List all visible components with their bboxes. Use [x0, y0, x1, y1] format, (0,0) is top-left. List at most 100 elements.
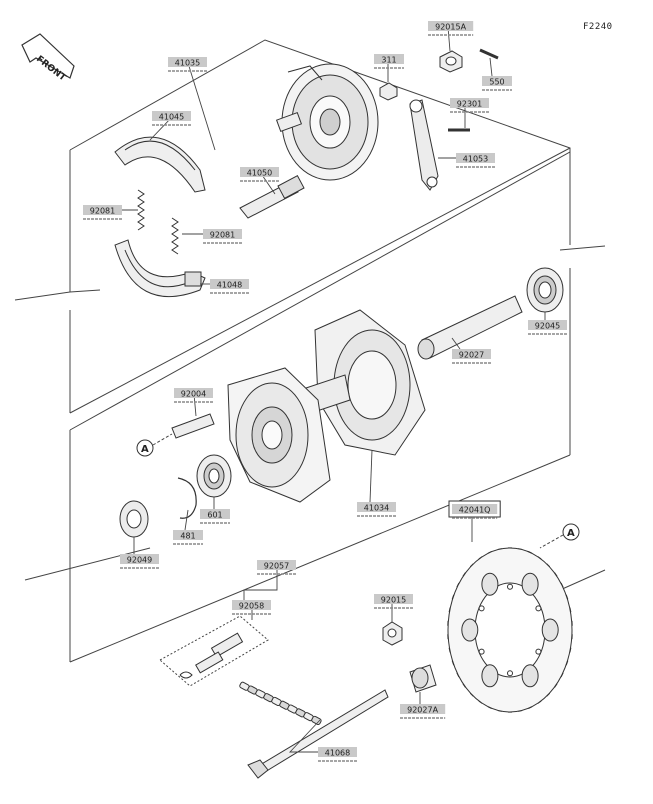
callout-92045: 92045 — [528, 320, 567, 335]
sprocket-hole — [481, 572, 499, 596]
part-number: 41045 — [159, 112, 184, 121]
callout-92081a: 92081 — [83, 205, 122, 220]
callout-92301: 92301 — [450, 98, 489, 113]
callout-label-bg — [482, 76, 512, 86]
callout-92004: 92004 — [174, 388, 213, 403]
callout-label-bg — [200, 509, 230, 519]
bearing-left — [196, 454, 232, 498]
part-number: 41035 — [175, 58, 200, 67]
collar-tube — [417, 295, 523, 360]
callout-92015: 92015 — [374, 594, 413, 609]
spacer-collar — [409, 664, 437, 693]
part-number: 92027A — [407, 705, 438, 714]
part-number: 601 — [207, 510, 222, 519]
part-number: 481 — [180, 531, 195, 540]
callout-label-bg — [452, 349, 491, 359]
callout-label-bg — [374, 594, 413, 604]
nut-top — [439, 50, 463, 73]
sprocket-bolt-hole — [535, 605, 542, 612]
callout-601: 601 — [200, 509, 230, 524]
callout-41068: 41068 — [318, 747, 357, 762]
ref-marker-a-left: A — [136, 433, 173, 457]
part-number: 92004 — [181, 389, 206, 398]
chain-joint-box — [159, 615, 269, 687]
callout-label-bg — [374, 54, 404, 64]
bolt-top — [479, 48, 499, 60]
callout-92058: 92058 — [232, 600, 271, 615]
callout-label-bg — [357, 502, 396, 512]
svg-text:A: A — [141, 444, 149, 455]
callout-42041q: 42041Q — [448, 500, 501, 519]
callout-label-bg — [528, 320, 567, 330]
callout-label-bg — [152, 111, 191, 121]
callout-550: 550 — [482, 76, 512, 91]
leader-41035 — [187, 62, 216, 151]
chain-joint-parts — [179, 632, 244, 679]
callout-label-bg — [257, 560, 296, 570]
callout-92027a: 92027A — [400, 704, 446, 719]
part-number: 92015 — [381, 595, 406, 604]
part-number: 41048 — [217, 280, 242, 289]
part-number: 92081 — [90, 206, 115, 215]
hub-stud — [171, 413, 215, 439]
callout-41034: 41034 — [357, 502, 396, 517]
sprocket-hole — [461, 618, 479, 642]
brake-lever — [409, 99, 470, 191]
leader-550 — [489, 57, 493, 77]
ref-marker-a-right: A — [539, 523, 580, 549]
sprocket-hole — [521, 572, 539, 596]
callout-481: 481 — [173, 530, 203, 545]
figure-id: F2240 — [583, 22, 613, 32]
part-number: 92057 — [264, 561, 289, 570]
callout-label-bg — [168, 57, 207, 67]
callout-label-bg — [174, 388, 213, 398]
front-arrow-icon: FRONT — [21, 33, 75, 84]
part-number: 92301 — [457, 99, 482, 108]
callout-41035: 41035 — [168, 57, 207, 72]
sprocket-nut — [382, 621, 403, 646]
wheel-hub — [227, 309, 426, 503]
callout-label-bg — [400, 704, 446, 714]
callout-311: 311 — [374, 54, 404, 69]
rear-sprocket — [447, 547, 573, 713]
callout-label-bg — [456, 153, 495, 163]
callout-label-bg — [428, 21, 474, 31]
part-number: 41068 — [325, 748, 350, 757]
leader-41068 — [288, 719, 321, 753]
callout-92057: 92057 — [257, 560, 296, 575]
brake-camshaft — [239, 174, 305, 219]
chain-link — [311, 715, 322, 725]
part-number: 92058 — [239, 601, 264, 610]
part-number: 92045 — [535, 321, 560, 330]
part-number: 41050 — [247, 168, 272, 177]
callout-92027: 92027 — [452, 349, 491, 364]
sprocket-bolt-hole — [478, 605, 485, 612]
callout-label-bg — [173, 530, 203, 540]
brake-panel — [275, 63, 379, 181]
rear-axle — [247, 689, 389, 779]
sprocket-bolt-hole — [507, 670, 513, 677]
circlip — [177, 477, 197, 519]
callout-label-bg — [83, 205, 122, 215]
callout-label-bg — [203, 229, 242, 239]
leader-481 — [184, 509, 189, 531]
hub-frame — [69, 147, 571, 414]
part-number: 41053 — [463, 154, 488, 163]
part-number: 92015A — [435, 22, 466, 31]
callout-label-bg — [232, 600, 271, 610]
leader-92057 — [243, 566, 278, 604]
sprocket-bolt-hole — [535, 648, 542, 655]
callout-92049: 92049 — [120, 554, 159, 569]
drive-chain — [239, 681, 322, 725]
spring-left — [137, 189, 145, 231]
group-frames — [14, 39, 606, 663]
callout-label-bg — [120, 554, 159, 564]
part-number: 92027 — [459, 350, 484, 359]
leader-41034 — [369, 449, 373, 503]
sprocket-bolt-hole — [478, 648, 485, 655]
callout-label-bg — [318, 747, 357, 757]
small-nut — [379, 82, 398, 101]
oil-seal — [119, 500, 149, 538]
callout-label-bg — [210, 279, 249, 289]
